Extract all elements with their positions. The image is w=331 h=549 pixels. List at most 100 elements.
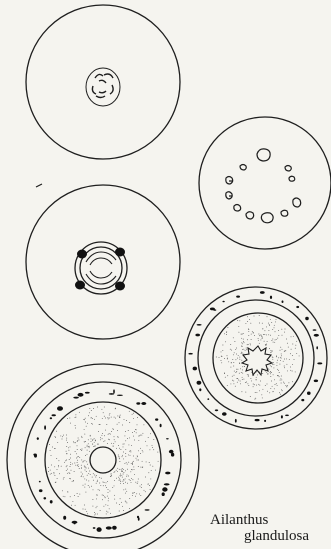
stipple-dot <box>115 408 116 409</box>
stipple-dot <box>138 466 139 467</box>
stipple-dot <box>279 392 280 393</box>
stipple-dot <box>152 466 153 467</box>
stipple-dot <box>57 469 58 470</box>
stipple-dot <box>69 473 70 474</box>
stipple-dot <box>137 460 138 461</box>
stipple-dot <box>118 455 119 456</box>
fiber-dot <box>73 397 79 399</box>
stipple-dot <box>119 457 120 458</box>
stipple-dot <box>97 514 98 515</box>
stipple-dot <box>249 319 250 320</box>
stipple-dot <box>246 382 247 383</box>
stipple-dot <box>54 466 55 467</box>
stipple-dot <box>83 476 84 477</box>
stipple-dot <box>292 364 293 365</box>
stipple-dot <box>271 351 272 352</box>
stipple-dot <box>274 342 275 343</box>
stipple-dot <box>67 418 68 419</box>
stipple-dot <box>233 337 234 338</box>
stipple-dot <box>299 355 300 356</box>
stipple-dot <box>153 449 154 450</box>
stipple-dot <box>107 512 108 513</box>
stipple-dot <box>134 469 135 470</box>
stipple-dot <box>142 461 143 462</box>
stipple-dot <box>225 377 226 378</box>
stipple-dot <box>81 459 82 460</box>
stipple-dot <box>93 489 94 490</box>
stipple-dot <box>79 468 80 469</box>
stipple-dot <box>270 372 271 373</box>
stipple-dot <box>230 349 231 350</box>
stipple-dot <box>79 457 80 458</box>
stipple-dot <box>287 343 288 344</box>
stipple-dot <box>51 455 52 456</box>
stipple-dot <box>283 382 284 383</box>
stipple-dot <box>277 360 278 361</box>
stipple-dot <box>247 344 248 345</box>
stipple-dot <box>127 483 128 484</box>
stipple-dot <box>77 493 78 494</box>
stipple-dot <box>93 480 94 481</box>
stipple-dot <box>54 448 55 449</box>
fiber-dot <box>195 334 200 337</box>
stipple-dot <box>274 325 275 326</box>
stipple-dot <box>273 362 274 363</box>
stipple-dot <box>267 374 268 375</box>
stipple-dot <box>236 354 237 355</box>
cortex-ring <box>25 382 181 538</box>
stipple-dot <box>294 359 295 360</box>
stipple-dot <box>75 417 76 418</box>
stipple-dot <box>253 375 254 376</box>
stipple-dot <box>235 386 236 387</box>
stipple-dot <box>123 469 124 470</box>
stipple-dot <box>99 490 100 491</box>
section-middle-right <box>185 287 327 429</box>
stipple-dot <box>287 385 288 386</box>
stipple-dot <box>146 461 147 462</box>
stipple-dot <box>66 440 67 441</box>
stipple-dot <box>243 354 244 355</box>
stipple-dot <box>123 483 124 484</box>
stipple-dot <box>260 339 261 340</box>
fiber-dot <box>222 301 224 303</box>
stipple-dot <box>151 470 152 471</box>
stipple-dot <box>114 471 115 472</box>
pith-boundary <box>45 402 161 518</box>
stipple-dot <box>74 442 75 443</box>
stipple-dot <box>129 508 130 509</box>
stipple-dot <box>58 460 59 461</box>
stipple-dot <box>83 461 84 462</box>
stipple-dot <box>122 506 123 507</box>
stipple-dot <box>97 480 98 481</box>
stipple-dot <box>275 331 276 332</box>
stipple-dot <box>280 360 281 361</box>
stipple-dot <box>128 444 129 445</box>
stipple-dot <box>119 448 120 449</box>
fiber-dot <box>188 353 192 355</box>
fiber-dot <box>162 492 165 496</box>
stipple-dot <box>82 449 83 450</box>
stipple-dot <box>62 490 63 491</box>
fiber-dot <box>106 526 112 529</box>
stipple-dot <box>148 437 149 438</box>
stipple-dot <box>76 458 77 459</box>
stipple-dot <box>72 481 73 482</box>
stipple-dot <box>112 428 113 429</box>
fiber-dot <box>314 334 319 337</box>
stipple-dot <box>119 422 120 423</box>
stipple-dot <box>120 474 121 475</box>
stipple-dot <box>138 440 139 441</box>
stipple-dot <box>103 412 104 413</box>
stipple-dot <box>132 462 133 463</box>
stipple-dot <box>75 465 76 466</box>
stipple-dot <box>87 464 88 465</box>
section-middle-left <box>26 185 180 339</box>
stipple-dot <box>50 450 51 451</box>
stipple-dot <box>96 507 97 508</box>
stipple-dot <box>278 370 279 371</box>
stipple-dot <box>109 508 110 509</box>
stipple-dot <box>129 498 130 499</box>
stipple-dot <box>248 375 249 376</box>
stipple-dot <box>281 353 282 354</box>
